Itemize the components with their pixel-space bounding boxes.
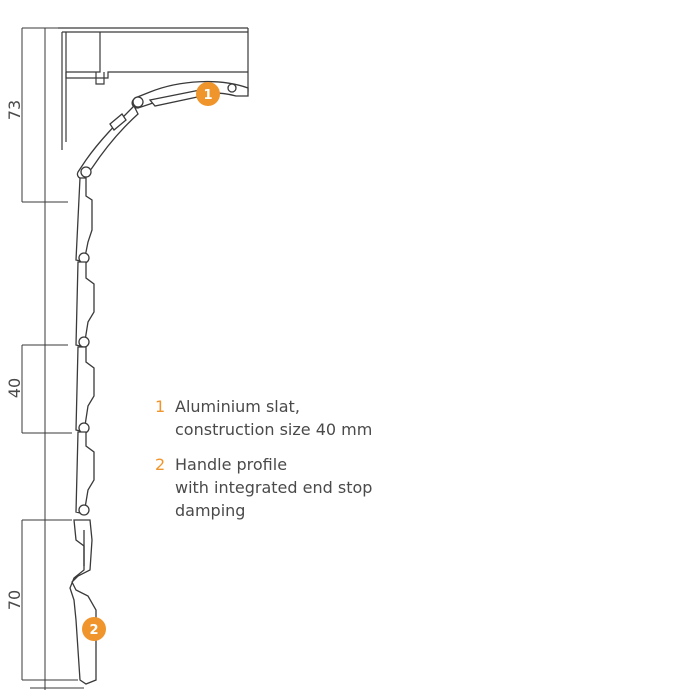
callout-marker-1-label: 1 xyxy=(203,88,212,103)
straight-slats xyxy=(75,177,95,516)
curved-slats xyxy=(76,80,249,180)
legend-item-2: 2 Handle profile with integrated end sto… xyxy=(155,453,455,522)
dimension-label-40: 40 xyxy=(5,378,24,398)
legend-item-1: 1 Aluminium slat, construction size 40 m… xyxy=(155,395,455,441)
legend-number: 1 xyxy=(155,397,166,416)
callout-marker-1: 1 xyxy=(196,82,220,106)
legend-number: 2 xyxy=(155,455,166,474)
dimension-label-70: 70 xyxy=(5,590,24,610)
callout-marker-2-label: 2 xyxy=(89,623,98,638)
roller-box-housing xyxy=(58,27,249,150)
callout-marker-2: 2 xyxy=(82,617,106,641)
legend-text: Handle profile with integrated end stop … xyxy=(175,455,373,520)
legend: 1 Aluminium slat, construction size 40 m… xyxy=(155,395,455,534)
legend-text: Aluminium slat, construction size 40 mm xyxy=(175,397,373,439)
handle-profile xyxy=(69,519,97,685)
dimension-lines xyxy=(21,27,84,690)
dimension-label-73: 73 xyxy=(5,100,24,120)
